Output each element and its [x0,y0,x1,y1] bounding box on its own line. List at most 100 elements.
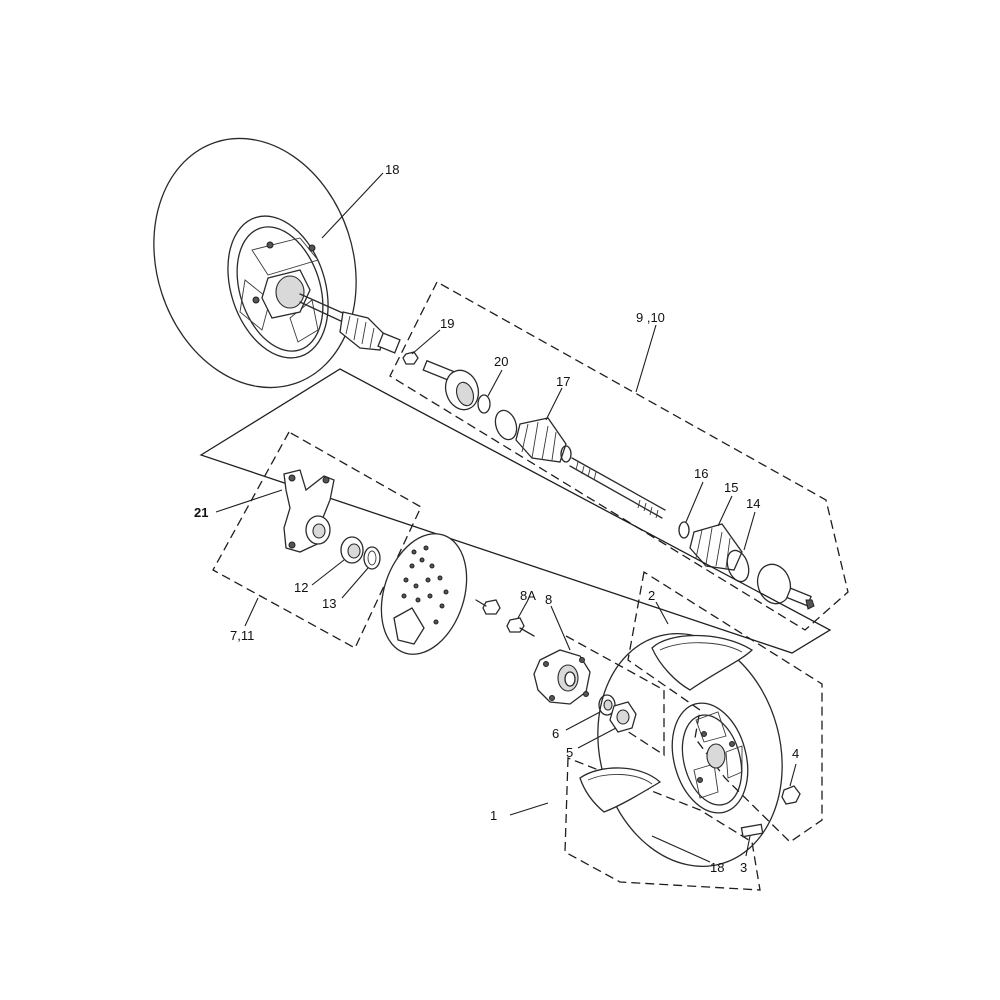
brake-disc-cutout [393,607,425,645]
bottom-rim-lug-2 [697,777,703,783]
axle-shaft [569,457,666,519]
washer-6: 6 [552,694,616,741]
boot-15-body [689,523,743,571]
knuckle-group-leader [244,597,259,627]
tire-1-group-boundary [564,757,761,891]
bottom-wheel-assembly: 18 [579,633,783,875]
axle-group-callout: 9 ,10 [636,310,665,325]
bottom-wheel-leader [651,835,711,863]
bearing-12-inner [347,543,361,559]
top-cv-joint [339,311,385,351]
boot-15: 15 [689,480,743,571]
band-14-ring [726,549,750,583]
wheel-hub-8: 8 [533,592,591,705]
upper-tire-half [651,634,754,691]
valve-stem-3-body [740,823,764,838]
bolt-8a-callout: 8A [520,588,536,603]
brake-disc [380,533,468,655]
top-axle-shaft-upper [299,293,346,315]
disc-bolt-head [482,599,501,615]
circlip-20: 20 [477,354,508,414]
nut-5-leader [577,727,617,749]
inner-cv-tip [805,599,815,610]
bottom-wheel-callout: 18 [710,860,724,875]
washer-6-leader [565,711,601,731]
bolt-8a: 8A [506,588,536,637]
tire-group-boundary [627,570,823,843]
band-14: 14 [726,496,760,583]
nut-19-callout: 19 [440,316,454,331]
top-cv-spline [377,332,401,354]
valve-stem-3-leader [745,835,751,857]
brake-disc-outline [380,533,468,655]
boot-15-callout: 15 [724,480,738,495]
band-14-leader [743,511,756,551]
lug-nut-4-body [781,785,801,805]
top-wheel-assembly: 18 [153,137,401,389]
tire-2-callout: 2 [648,588,655,603]
nut-5-hole [616,709,630,725]
bolt-8a-head [506,617,525,633]
washer-6-hole [603,699,613,711]
clip-16-leader [685,481,704,523]
axle-nut-5: 5 [566,701,637,760]
hub-8-stud-4 [583,691,589,697]
top-rim-lug-1 [266,241,274,249]
boot-17-ridges [521,421,557,461]
valve-stem-3-callout: 3 [740,860,747,875]
knuckle-21-callout: 21 [194,505,208,520]
axle-spline-inner [575,461,597,481]
knuckle-group-callout: 7,11 [230,628,254,643]
top-axle-shaft-lower [299,301,344,323]
bottom-rim-spoke-c [725,745,743,779]
tire-2-leader [655,601,669,625]
boot-15-ridges [695,527,731,569]
bolt-8a-shank [519,627,535,637]
top-wheel-callout: 18 [385,162,399,177]
knuckle-21-bore-inner [312,523,326,539]
axle-group-leader [635,324,657,393]
clip-16-callout: 16 [694,466,708,481]
top-cv-boot-ridges [345,315,375,349]
tire-1-leader [509,802,549,816]
bearing-12-leader [311,559,345,586]
valve-stem-3: 3 [740,823,764,875]
nut-19: 19 [402,316,454,365]
knuckle-21-leader [215,489,283,513]
knuckle-21-upper-hole [288,474,296,482]
circlip-20-leader [487,369,503,397]
outer-cv-cup [455,381,475,407]
axle-group-boundary [389,281,849,631]
bearing-12: 12 [294,536,364,595]
steering-knuckle-21: 21 [194,469,335,553]
hub-8-stud-3 [549,695,555,701]
boot-15-leader [717,495,733,527]
disc-bolt [475,599,501,615]
top-rim-spoke-a [251,237,319,276]
hub-8-bore [564,671,576,687]
disc-bolt-shank [475,599,487,607]
lug-nut-4-callout: 4 [792,746,799,761]
outer-boot-band [494,409,518,441]
outer-cv-joint [422,359,480,411]
boot-17-callout: 17 [556,374,570,389]
lug-nut-4: 4 [781,746,801,805]
boot-17-clamp [560,445,572,463]
bottom-rim-center [706,743,726,769]
seal-13-callout: 13 [322,596,336,611]
tire-1-callout: 1 [490,808,497,823]
lug-nut-4-leader [789,763,797,787]
hub-8-callout: 8 [545,592,552,607]
bottom-rim-lug-1 [701,731,707,737]
nut-5-callout: 5 [566,745,573,760]
bottom-rim-outer [671,702,749,814]
nut-19-leader [411,329,441,355]
bottom-rim-lug-3 [729,741,735,747]
lower-tire-half [579,767,662,813]
brake-disc-holes [401,545,449,625]
clip-16: 16 [678,466,708,539]
boot-17-leader [545,387,563,421]
knuckle-21-arm-hole [322,476,330,484]
